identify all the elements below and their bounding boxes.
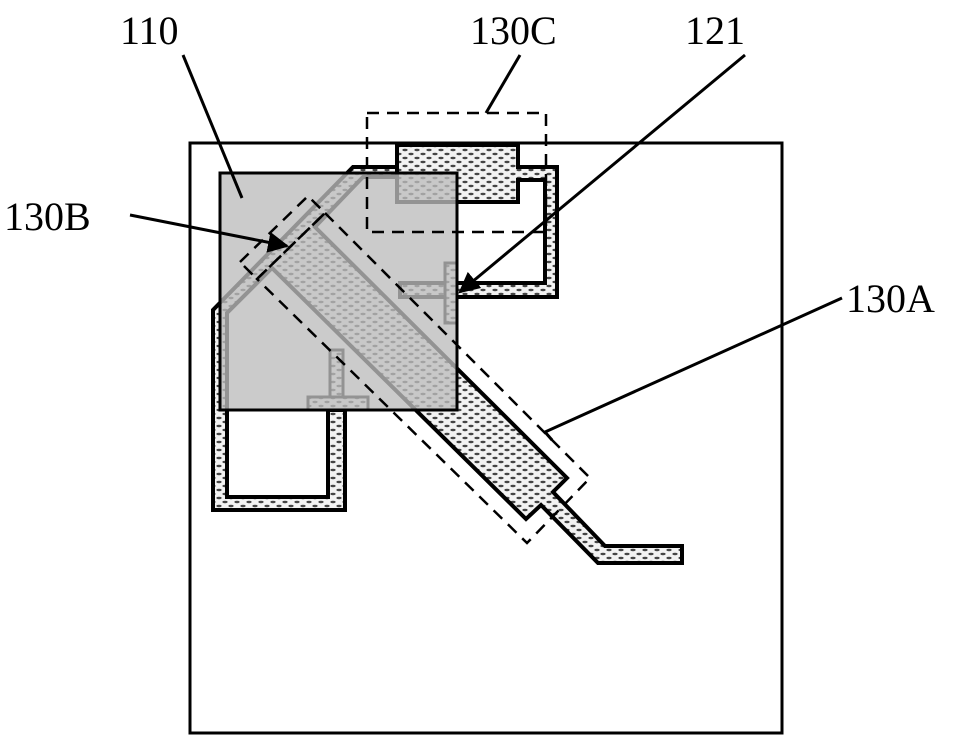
leader-130a (542, 296, 843, 441)
region-130a-outline (255, 211, 592, 545)
label-121: 121 (685, 8, 745, 53)
leader-130c (484, 54, 522, 114)
label-130a: 130A (846, 276, 935, 321)
leader-121-arrow (458, 53, 746, 294)
label-130b: 130B (4, 194, 91, 239)
leader-130b-arrow (129, 213, 290, 253)
region-130b-outline (238, 194, 327, 281)
substrate-110 (218, 171, 459, 412)
region-130c-outline (365, 111, 548, 234)
leader-110 (181, 54, 244, 199)
label-110: 110 (120, 8, 179, 53)
label-130c: 130C (470, 8, 557, 53)
